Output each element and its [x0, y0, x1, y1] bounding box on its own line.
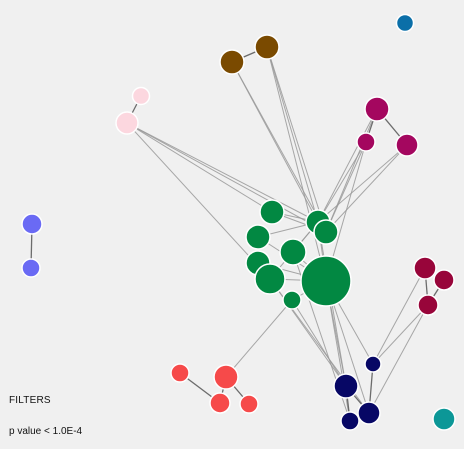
edge — [231, 61, 327, 233]
edge — [126, 122, 327, 233]
edge — [126, 122, 319, 223]
node[interactable] — [219, 49, 245, 75]
node-layer — [21, 13, 456, 431]
node[interactable] — [313, 219, 339, 245]
node[interactable] — [433, 269, 455, 291]
node[interactable] — [364, 96, 390, 122]
edge — [325, 141, 367, 233]
edge — [372, 267, 426, 365]
edge — [225, 299, 293, 378]
node[interactable] — [417, 294, 439, 316]
edge — [325, 108, 378, 233]
edge — [317, 144, 408, 223]
filters-heading: FILTERS — [9, 395, 51, 406]
edge — [266, 46, 319, 223]
node[interactable] — [254, 34, 280, 60]
node[interactable] — [432, 407, 456, 431]
edge — [317, 141, 367, 223]
pvalue-filter-label[interactable]: p value < 1.0E-4 — [9, 426, 83, 437]
node[interactable] — [254, 263, 286, 295]
node[interactable] — [364, 355, 382, 373]
edge — [372, 304, 429, 365]
node[interactable] — [21, 213, 43, 235]
node[interactable] — [21, 258, 41, 278]
node[interactable] — [357, 401, 381, 425]
node[interactable] — [340, 411, 360, 431]
node[interactable] — [279, 238, 307, 266]
edge — [317, 108, 378, 223]
node[interactable] — [209, 392, 231, 414]
node[interactable] — [245, 224, 271, 250]
node[interactable] — [213, 364, 239, 390]
edge — [368, 304, 429, 414]
node[interactable] — [239, 394, 259, 414]
node[interactable] — [333, 373, 359, 399]
node[interactable] — [300, 255, 352, 307]
node[interactable] — [395, 13, 415, 33]
node[interactable] — [131, 86, 151, 106]
node[interactable] — [413, 256, 437, 280]
edge — [266, 46, 327, 282]
edge — [126, 122, 273, 213]
node[interactable] — [395, 133, 419, 157]
node[interactable] — [282, 290, 302, 310]
node[interactable] — [170, 363, 190, 383]
edge — [291, 299, 347, 387]
edge — [126, 122, 271, 280]
edge — [266, 46, 327, 233]
node[interactable] — [356, 132, 376, 152]
node[interactable] — [259, 199, 285, 225]
edge — [325, 144, 408, 233]
node[interactable] — [115, 111, 139, 135]
